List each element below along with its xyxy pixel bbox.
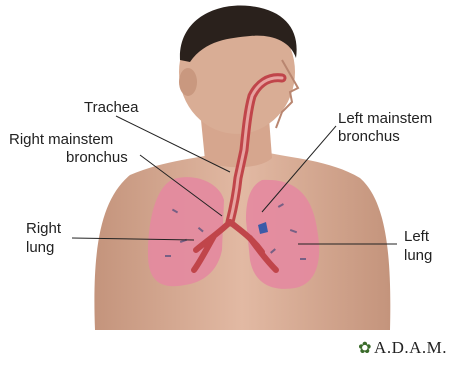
right-lung-label-line1: Right <box>26 220 61 237</box>
trachea-label: Trachea <box>84 99 138 116</box>
right-mainstem-label-line2: bronchus <box>66 149 128 166</box>
ear <box>179 68 197 96</box>
right-mainstem-label-line1: Right mainstem <box>9 131 113 148</box>
leaf-icon: ✿ <box>358 338 372 358</box>
left-lung-label-line1: Left <box>404 228 429 245</box>
right-lung-label-line2: lung <box>26 239 54 256</box>
left-lung-label-line2: lung <box>404 247 432 264</box>
logo-text: A.D.A.M. <box>374 338 447 358</box>
adam-logo: ✿ A.D.A.M. <box>358 338 447 358</box>
left-mainstem-label-line1: Left mainstem <box>338 110 432 127</box>
left-mainstem-label-line2: bronchus <box>338 128 400 145</box>
